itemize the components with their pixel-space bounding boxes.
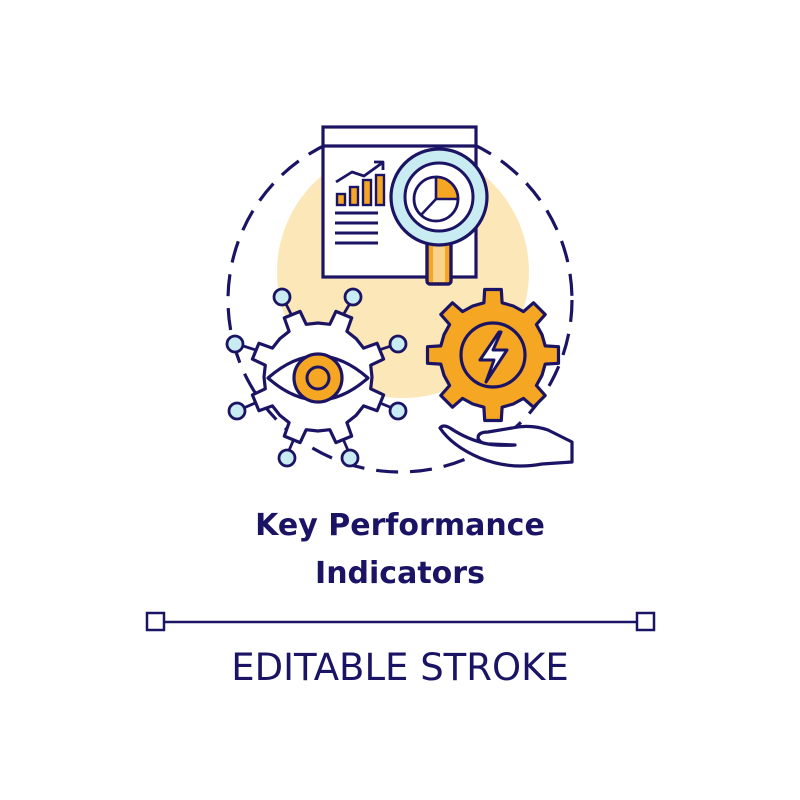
dashed-circle-icon	[226, 126, 574, 474]
page-title-line-2: Indicators	[315, 556, 485, 591]
eye-gear-icon	[250, 309, 386, 445]
page-title-line-1: Key Performance	[255, 508, 545, 543]
pie-chart-icon	[412, 175, 460, 223]
bar-chart-icon	[335, 173, 386, 207]
network-node-icon	[225, 287, 408, 468]
trend-arrow-icon	[335, 160, 385, 184]
editable-stroke-label: EDITABLE STROKE	[231, 646, 569, 689]
editable-stroke-handle-icon	[145, 611, 656, 632]
lightning-gear-icon	[425, 287, 561, 423]
open-hand-icon	[438, 424, 574, 468]
